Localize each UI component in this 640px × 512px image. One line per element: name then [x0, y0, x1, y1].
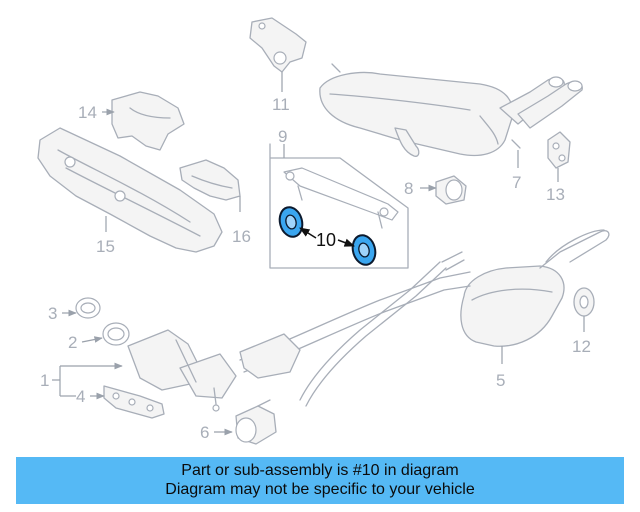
- exhaust-system-diagram: 1 2 3 4 5 6 7 8 9 10 11 12 13 14 15 16: [37, 17, 610, 445]
- callout-6: 6: [200, 423, 209, 442]
- callout-10-leader-left: [299, 227, 317, 239]
- callout-16: 16: [232, 227, 251, 246]
- callout-10: 10: [316, 230, 336, 250]
- notice-line-2: Diagram may not be specific to your vehi…: [165, 481, 475, 498]
- callout-12: 12: [572, 337, 591, 356]
- callout-1: 1: [40, 371, 49, 390]
- callout-3: 3: [48, 304, 57, 323]
- part-14-heat-shield: [102, 91, 185, 151]
- part-1-leaders: [52, 362, 123, 397]
- part-16-heat-shield: [179, 159, 241, 212]
- notice-line-1: Part or sub-assembly is #10 in diagram: [181, 462, 459, 479]
- callout-13: 13: [546, 185, 565, 204]
- callout-14: 14: [78, 103, 97, 122]
- part-10-hanger-left: [278, 206, 304, 238]
- front-pipe-catalytic-converter: [127, 329, 301, 412]
- part-6-clamp: [214, 399, 277, 445]
- part-5-center-muffler: [460, 229, 610, 364]
- callout-9: 9: [278, 127, 287, 146]
- callout-5: 5: [496, 371, 505, 390]
- part-2-gasket: [81, 322, 130, 346]
- intermediate-pipe: [239, 251, 471, 407]
- callout-10-leader-right: [337, 238, 355, 247]
- part-12-hanger: [573, 287, 595, 332]
- part-15-heat-shield: [37, 127, 223, 253]
- rear-muffler: [319, 63, 583, 168]
- callout-8: 8: [404, 179, 413, 198]
- part-4-bracket: [90, 385, 165, 419]
- part-8-clamp: [420, 175, 467, 205]
- callout-15: 15: [96, 237, 115, 256]
- part-10-hanger-right: [351, 234, 377, 266]
- callout-11: 11: [272, 95, 290, 114]
- part-9-box: [269, 143, 409, 269]
- callout-2: 2: [68, 333, 77, 352]
- part-notice-banner: Part or sub-assembly is #10 in diagram D…: [16, 457, 624, 504]
- part-13-hanger: [547, 131, 571, 182]
- callout-4: 4: [76, 387, 85, 406]
- callout-7: 7: [512, 173, 521, 192]
- part-11-mount-bracket: [249, 17, 307, 92]
- part-3-gasket: [62, 297, 101, 319]
